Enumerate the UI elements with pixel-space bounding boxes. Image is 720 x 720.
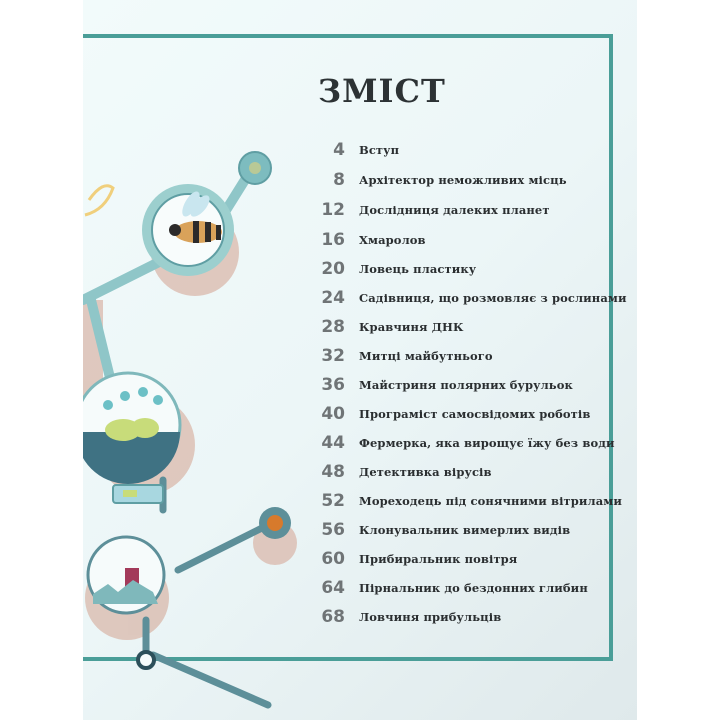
- toc-entry[interactable]: 20 Ловець пластику: [313, 257, 476, 281]
- toc-page-number: 4: [333, 140, 345, 160]
- toc-page-number: 68: [321, 607, 345, 627]
- molecule-illustration: [83, 151, 297, 709]
- toc-title: Митці майбутнього: [359, 349, 493, 363]
- toc-title: Кравчиня ДНК: [359, 320, 464, 334]
- toc-entry[interactable]: 24 Садівниця, що розмовляє з рослинами: [313, 286, 627, 310]
- bee-icon: [142, 151, 272, 276]
- toc-page-number: 8: [333, 170, 345, 190]
- toc-page-number: 64: [321, 578, 345, 598]
- toc-title: Ловець пластику: [359, 262, 477, 276]
- toc-title: Хмаролов: [359, 233, 426, 247]
- toc-entry[interactable]: 28 Кравчиня ДНК: [313, 315, 464, 339]
- toc-title: Ловчиня прибульців: [359, 610, 502, 624]
- toc-page-number: 40: [321, 404, 345, 424]
- toc-entry[interactable]: 48 Детективка вірусів: [313, 460, 492, 484]
- toc-title: Дослідниця далеких планет: [359, 203, 550, 217]
- toc-title: Архітектор неможливих місць: [359, 173, 567, 187]
- toc-page-number: 24: [321, 288, 345, 308]
- toc-entry[interactable]: 4 Вступ: [313, 138, 399, 162]
- toc-entry[interactable]: 64 Пірнальник до бездонних глибин: [313, 576, 588, 600]
- toc-page-number: 12: [321, 200, 345, 220]
- toc-title: Садівниця, що розмовляє з рослинами: [359, 291, 627, 305]
- toc-entry[interactable]: 60 Прибиральник повітря: [313, 547, 517, 571]
- toc-entry[interactable]: 8 Архітектор неможливих місць: [313, 168, 567, 192]
- toc-title: Мореходець під сонячними вітрилами: [359, 494, 623, 508]
- page-title: ЗМІСТ: [318, 72, 446, 110]
- halo-arc-icon: [84, 184, 115, 217]
- toc-page-number: 44: [321, 433, 345, 453]
- toc-entry[interactable]: 36 Майстриня полярних бурульок: [313, 373, 573, 397]
- book-page: ЗМІСТ 4 Вступ 8 Архітектор неможливих місц…: [83, 0, 637, 720]
- toc-page-number: 60: [321, 549, 345, 569]
- toc-page-number: 16: [321, 230, 345, 250]
- toc-page-number: 32: [321, 346, 345, 366]
- toc-entry[interactable]: 68 Ловчиня прибульців: [313, 605, 501, 629]
- toc-page-number: 48: [321, 462, 345, 482]
- toc-title: Майстриня полярних бурульок: [359, 378, 573, 392]
- toc-title: Клонувальник вимерлих видів: [359, 523, 571, 537]
- toc-title: Фермерка, яка вирощує їжу без води: [359, 436, 615, 450]
- plant-rain-icon: [83, 371, 182, 504]
- toc-entry[interactable]: 32 Митці майбутнього: [313, 344, 493, 368]
- toc-entry[interactable]: 12 Дослідниця далеких планет: [313, 198, 550, 222]
- toc-entry[interactable]: 16 Хмаролов: [313, 228, 426, 252]
- toc-entry[interactable]: 52 Мореходець під сонячними вітрилами: [313, 489, 622, 513]
- bridge-tower-icon: [86, 507, 291, 615]
- toc-entry[interactable]: 56 Клонувальник вимерлих видів: [313, 518, 570, 542]
- toc-entry[interactable]: 44 Фермерка, яка вирощує їжу без води: [313, 431, 615, 455]
- toc-page-number: 36: [321, 375, 345, 395]
- toc-title: Пірнальник до бездонних глибин: [359, 581, 588, 595]
- toc-title: Вступ: [359, 143, 400, 157]
- toc-title: Детективка вірусів: [359, 465, 492, 479]
- toc-page-number: 52: [321, 491, 345, 511]
- toc-page-number: 20: [321, 259, 345, 279]
- toc-page-number: 56: [321, 520, 345, 540]
- toc-page-number: 28: [321, 317, 345, 337]
- toc-entry[interactable]: 40 Програміст самосвідомих роботів: [313, 402, 590, 426]
- page-frame-border: [83, 34, 613, 661]
- toc-title: Програміст самосвідомих роботів: [359, 407, 591, 421]
- toc-title: Прибиральник повітря: [359, 552, 518, 566]
